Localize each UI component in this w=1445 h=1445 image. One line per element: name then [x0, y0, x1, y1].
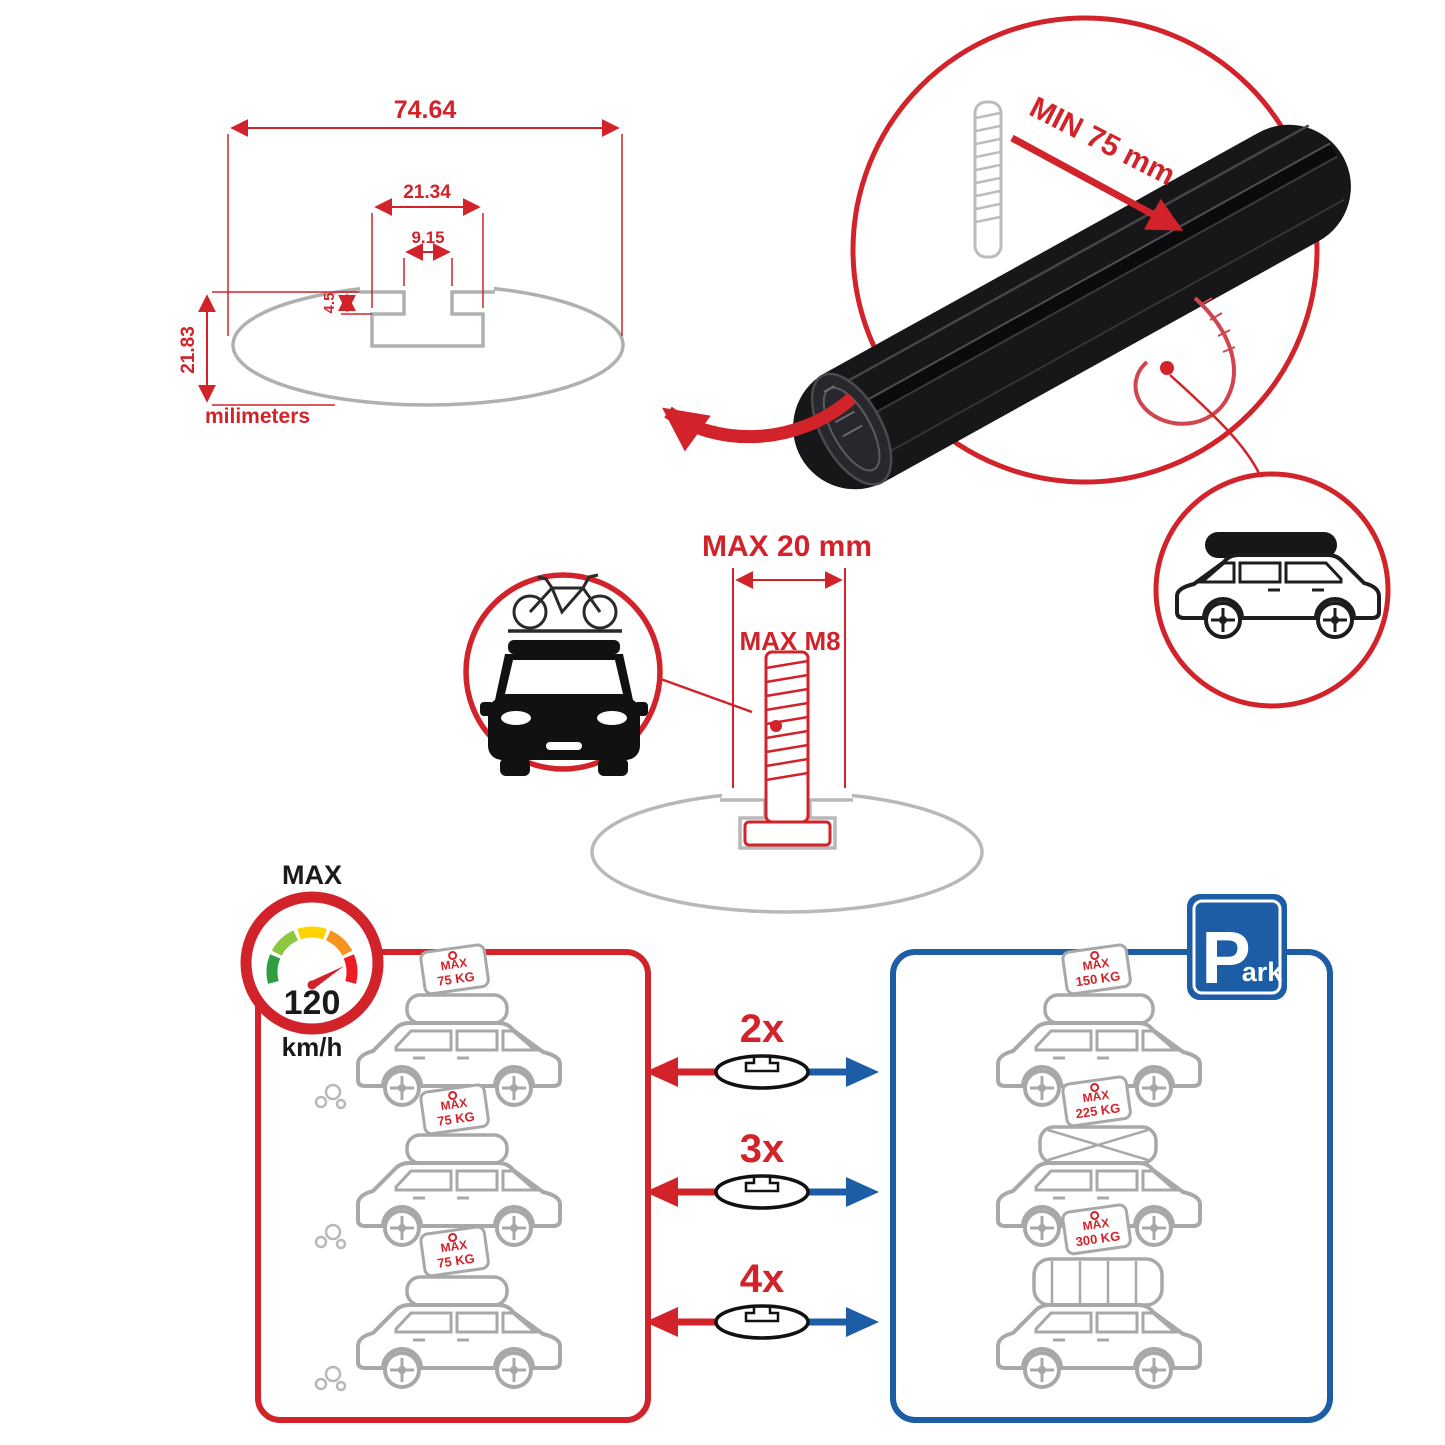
tag-label: MAX	[440, 1238, 468, 1256]
speed-limit-gauge: MAX 120 km/h	[240, 860, 384, 1062]
moving-car-3: MAX 75 KG	[314, 1224, 562, 1392]
tag-weight: 300 KG	[1075, 1228, 1121, 1249]
cargo-box-icon	[1043, 993, 1155, 1025]
park-sign: P ark	[1187, 894, 1287, 1000]
crossbar-end-cap	[810, 372, 893, 486]
weight-tag: MAX 300 KG	[1060, 1202, 1133, 1257]
units-label: milimeters	[205, 405, 310, 428]
tag-weight: 75 KG	[436, 1251, 475, 1271]
suv-roofbox-view	[1153, 471, 1391, 709]
speed-value: 120	[284, 984, 341, 1022]
profile-dimension-drawing: 74.64 21.34 9.15 4.5 21.83 milimeters	[178, 96, 625, 428]
min-clearance-arrow	[1010, 134, 1184, 232]
crossbar-profile-icon	[714, 1174, 810, 1210]
left-arrow	[645, 1177, 678, 1207]
profile-pointer-arrow	[662, 393, 857, 452]
exhaust-smoke-icon	[314, 1223, 347, 1250]
multiplier-row-3: 4x	[645, 1257, 879, 1340]
t-nut-head	[743, 820, 832, 847]
tag-weight: 75 KG	[436, 969, 475, 989]
exhaust-smoke-icon	[314, 1083, 347, 1110]
t-slot-profile	[360, 290, 495, 348]
multiplier-row-1: 2x	[645, 1007, 879, 1090]
bicycle-icon	[508, 573, 622, 633]
crossbar-profile-icon	[714, 1054, 810, 1090]
tag-label: MAX	[440, 1096, 468, 1114]
park-sign-initial: P	[1201, 916, 1250, 999]
clamp-hook-icon	[1133, 296, 1236, 426]
left-arrow	[645, 1307, 678, 1337]
circle-leader-line	[657, 676, 753, 714]
tag-weight: 75 KG	[436, 1109, 475, 1129]
gauge-arc	[266, 926, 358, 984]
park-sign-suffix: ark	[1242, 957, 1284, 987]
detail-circle	[850, 15, 1320, 485]
multiplier-row-2: 3x	[645, 1127, 879, 1210]
weight-tag: MAX 75 KG	[418, 1082, 491, 1137]
parked-car-2: MAX 225 KG	[996, 1074, 1202, 1247]
tag-weight: 225 KG	[1075, 1100, 1121, 1121]
right-arrow	[846, 1307, 879, 1337]
total-height-value: 21.83	[178, 326, 199, 374]
capacity-comparison: MAX 120 km/h P ark	[240, 860, 1333, 1423]
total-width-value: 74.64	[394, 96, 457, 124]
right-arrow	[846, 1057, 879, 1087]
parked-car-1: MAX 150 KG	[996, 942, 1202, 1107]
speed-max-label: MAX	[282, 860, 342, 890]
cargo-box-icon	[405, 1133, 509, 1165]
weight-tag: MAX 225 KG	[1060, 1074, 1133, 1129]
crossbar-3d	[793, 124, 1351, 490]
weight-tag: MAX 75 KG	[418, 942, 491, 997]
roof-box-icon	[1205, 532, 1337, 558]
step-depth-value: 4.5	[321, 293, 338, 314]
car-bike-view	[463, 572, 753, 776]
car-front-icon	[480, 640, 648, 776]
right-arrow	[846, 1177, 879, 1207]
moving-car-1: MAX 75 KG	[314, 942, 562, 1110]
crossbar-profile-icon	[714, 1304, 810, 1340]
tag-label: MAX	[1082, 1088, 1110, 1106]
bolt-spec-drawing: MAX 20 mm MAX M8	[463, 530, 984, 914]
speed-units: km/h	[282, 1032, 343, 1062]
multiplier-label: 2x	[740, 1007, 785, 1051]
gauge-needle	[309, 966, 344, 988]
weight-tag: MAX 150 KG	[1060, 942, 1133, 997]
multiplier-label: 4x	[740, 1257, 785, 1301]
bolt-max-length-label: MAX 20 mm	[702, 530, 872, 563]
left-arrow	[645, 1057, 678, 1087]
exhaust-smoke-icon	[314, 1365, 347, 1392]
tag-label: MAX	[1082, 956, 1110, 974]
weight-tag: MAX 75 KG	[418, 1224, 491, 1279]
channel-width-value: 21.34	[403, 182, 451, 203]
parked-car-3: MAX 300 KG	[996, 1202, 1202, 1389]
multiplier-label: 3x	[740, 1127, 785, 1171]
min-clearance-label: MIN 75 mm	[1024, 91, 1180, 192]
tag-weight: 150 KG	[1075, 968, 1121, 989]
bolt-icon	[743, 650, 832, 847]
cargo-box-icon	[405, 1275, 509, 1307]
threaded-stud-icon	[973, 100, 1003, 259]
slot-width-value: 9.15	[411, 228, 444, 247]
hook-leader-line	[1169, 374, 1264, 481]
crossbar-detail-view: MIN 75 mm	[662, 15, 1351, 490]
tag-label: MAX	[440, 956, 468, 974]
tag-label: MAX	[1082, 1216, 1110, 1234]
moving-car-2: MAX 75 KG	[314, 1082, 562, 1250]
cargo-box-icon	[405, 993, 509, 1025]
gauge-circle	[240, 891, 384, 1035]
